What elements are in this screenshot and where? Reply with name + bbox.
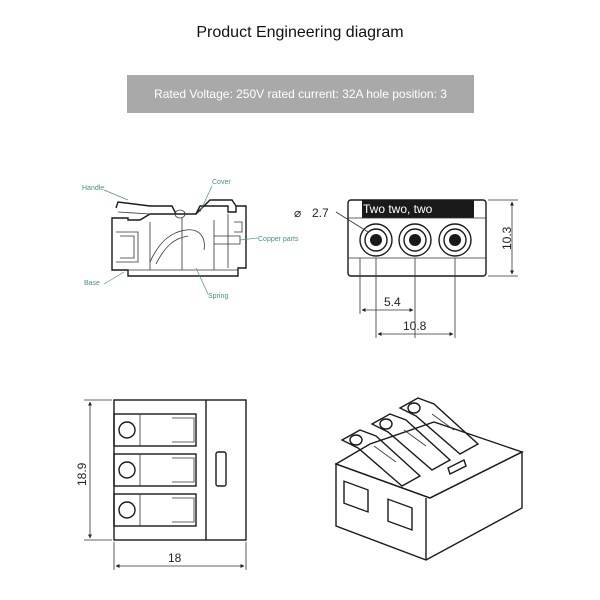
front-hole-2: [398, 223, 432, 257]
dim-height-10-3: 10.3: [500, 226, 514, 250]
diameter-symbol: ⌀: [294, 206, 301, 220]
dim-height-18-9: 18.9: [75, 462, 89, 486]
page-title: Product Engineering diagram: [196, 24, 404, 41]
isometric-view: [334, 397, 524, 561]
label-handle: Handle: [82, 185, 104, 192]
iso-lever-3: [398, 397, 480, 455]
label-cover: Cover: [212, 179, 231, 186]
dim-hole-diameter: 2.7: [312, 206, 329, 220]
side-section-view: [111, 199, 247, 277]
dim-span-10-8: 10.8: [403, 319, 427, 333]
top-lever-3: [113, 493, 197, 527]
dim-pitch-5-4: 5.4: [384, 295, 401, 309]
callout-leaders: [103, 185, 259, 295]
front-hole-3: [438, 223, 472, 257]
front-hole-1: [359, 223, 393, 257]
label-copper-parts: Copper parts: [258, 236, 299, 243]
iso-lever-2: [370, 413, 452, 471]
spec-banner: Rated Voltage: 250V rated current: 32A h…: [127, 75, 474, 113]
dim-width-18: 18: [168, 551, 182, 565]
front-overlay-text: Two two, two: [363, 202, 433, 216]
label-base: Base: [84, 280, 100, 287]
top-lever-2: [113, 453, 197, 487]
front-view: [347, 199, 487, 277]
top-lever-1: [113, 413, 197, 447]
top-view: [113, 399, 247, 541]
iso-lever-1: [340, 429, 422, 487]
label-spring: Spring: [208, 293, 228, 300]
